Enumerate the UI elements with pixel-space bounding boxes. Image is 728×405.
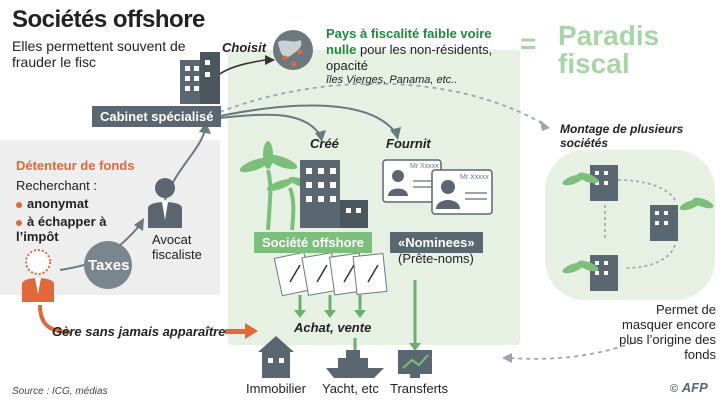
bullet-dot bbox=[16, 201, 22, 208]
cabinet-label: Cabinet spécialisé bbox=[92, 106, 222, 127]
transfer-screen-icon bbox=[398, 350, 432, 378]
documents-icon bbox=[273, 251, 388, 297]
bullet-dot bbox=[16, 219, 22, 226]
taxes-icon bbox=[84, 241, 132, 289]
detenteur-head: Détenteur de fonds bbox=[16, 158, 135, 173]
arrow-masquer bbox=[509, 339, 641, 360]
mr-label-2: Mr Xxxxx bbox=[460, 174, 489, 181]
yacht-label: Yacht, etc bbox=[322, 381, 379, 396]
avocat-label: Avocat fiscaliste bbox=[152, 232, 202, 262]
arrow-gere bbox=[38, 304, 71, 334]
bullet-echapper: à échapper à l’impôt bbox=[16, 214, 107, 244]
globe-icon bbox=[273, 30, 313, 70]
bullet-anonymat: anonymat bbox=[16, 196, 88, 211]
offshore-building-icon bbox=[300, 160, 368, 228]
societe-offshore-label: Société offshore bbox=[254, 232, 372, 253]
afp-copyright-icon: © bbox=[670, 383, 679, 395]
afp-logo: © AFP bbox=[670, 380, 708, 395]
immobilier-label: Immobilier bbox=[246, 381, 306, 396]
arrow-fournit bbox=[219, 104, 396, 133]
prete-noms-label: (Prête-noms) bbox=[398, 251, 474, 266]
montage-zone bbox=[545, 150, 715, 300]
label-fournit: Fournit bbox=[386, 136, 431, 151]
page-subtitle: Elles permettent souvent de frauder le f… bbox=[12, 38, 186, 70]
small-palm-icon bbox=[562, 172, 714, 274]
source-label: Source : ICG, médias bbox=[12, 386, 108, 397]
label-choisit: Choisit bbox=[222, 40, 267, 55]
label-cree: Créé bbox=[310, 136, 339, 151]
pays-highlight: Pays à fiscalité faible voire nulle bbox=[326, 26, 492, 57]
avocat-person-icon bbox=[148, 178, 182, 228]
arrow-cree bbox=[219, 113, 321, 136]
achat-label: Achat, vente bbox=[294, 320, 372, 335]
pays-rest: pour les non-résidents, opacité bbox=[326, 42, 493, 73]
taxes-label: Taxes bbox=[88, 257, 130, 274]
pays-description: Pays à fiscalité faible voire nulle pour… bbox=[326, 26, 511, 74]
nominees-label: «Nominees» bbox=[390, 232, 483, 253]
yacht-icon bbox=[326, 350, 384, 378]
pays-examples: îles Vierges, Panama, etc.. bbox=[326, 74, 458, 86]
detenteur-recherchant: Recherchant : bbox=[16, 178, 97, 193]
mr-label-1: Mr Xxxxx bbox=[410, 163, 439, 170]
montage-label: Montage de plusieurs sociétés bbox=[560, 122, 684, 150]
holder-person-icon bbox=[22, 249, 54, 302]
gere-label: Gère sans jamais apparaître bbox=[52, 324, 226, 339]
paradis-fiscal: Paradis fiscal bbox=[558, 20, 660, 79]
transferts-label: Transferts bbox=[390, 381, 449, 396]
house-icon bbox=[258, 336, 294, 378]
equals-sign: = bbox=[520, 28, 537, 59]
nominee-card-icon bbox=[382, 159, 493, 215]
permet-label: Permet de masquer encore plus l’origine … bbox=[619, 302, 716, 362]
palm-tree-icon bbox=[239, 141, 316, 231]
cabinet-building-icon bbox=[180, 52, 220, 104]
page-title: Sociétés offshore bbox=[12, 6, 205, 33]
